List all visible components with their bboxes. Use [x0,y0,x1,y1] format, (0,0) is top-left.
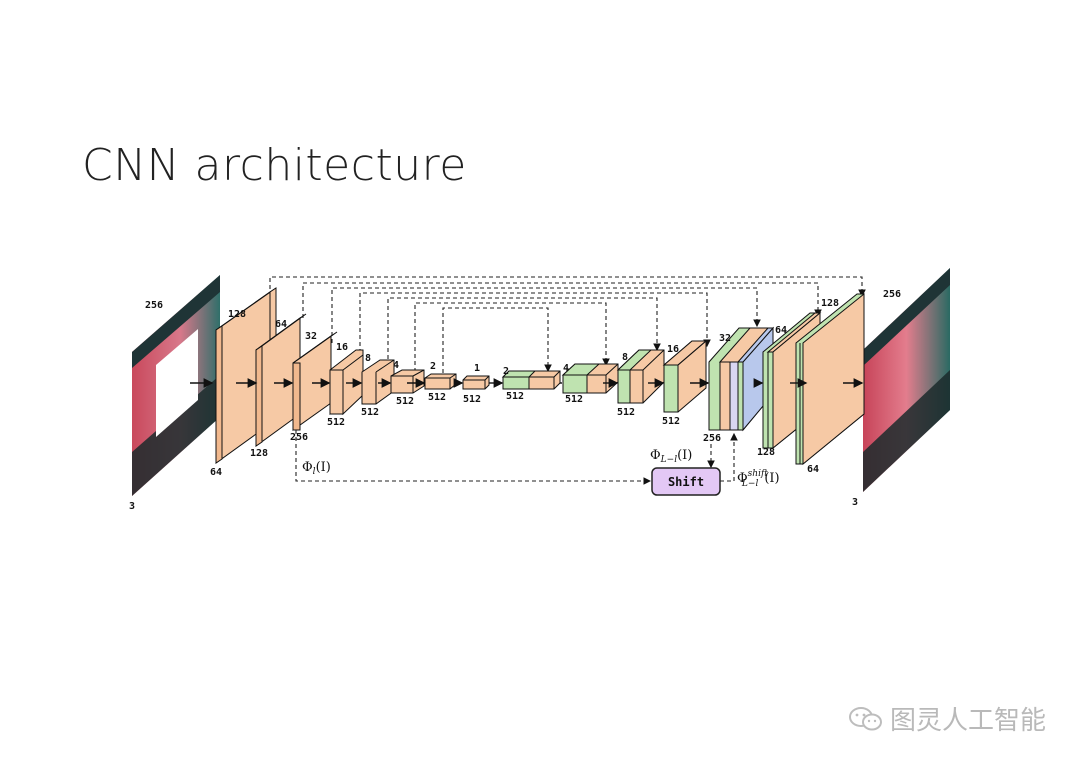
svg-text:512: 512 [361,407,379,418]
svg-text:16: 16 [667,344,679,355]
svg-text:256: 256 [703,433,721,444]
phi-L-minus-l-label: ΦL−l(I) [650,448,692,465]
encoder-block-4 [330,350,363,414]
svg-text:128: 128 [821,298,839,309]
encoder-blocks [216,288,489,463]
encoder-block-8 [463,376,489,389]
svg-text:32: 32 [305,331,317,342]
input-channels-label: 3 [129,501,135,512]
output-channels-label: 3 [852,497,858,508]
svg-text:128: 128 [228,309,246,320]
encoder-block-7 [425,374,456,389]
svg-text:512: 512 [396,396,414,407]
svg-text:64: 64 [807,464,819,475]
output-size-label: 256 [883,289,901,300]
svg-text:128: 128 [757,447,775,458]
watermark: 图灵人工智能 [848,700,1046,737]
svg-text:16: 16 [336,342,348,353]
svg-text:512: 512 [506,391,524,402]
decoder-blocks [503,294,864,464]
encoder-block-5 [362,360,394,404]
svg-text:128: 128 [250,448,268,459]
svg-text:2: 2 [430,361,436,372]
output-image [863,268,950,492]
input-size-label: 256 [145,300,163,311]
svg-text:512: 512 [617,407,635,418]
svg-text:4: 4 [393,360,399,371]
svg-text:64: 64 [775,325,787,336]
svg-text:256: 256 [290,432,308,443]
watermark-text: 图灵人工智能 [890,700,1046,737]
svg-text:8: 8 [365,353,371,364]
shift-box: Shift [652,468,720,495]
decoder-block-2 [563,364,618,393]
svg-text:512: 512 [428,392,446,403]
svg-text:512: 512 [327,417,345,428]
wechat-icon [848,706,884,732]
shift-label: Shift [668,475,704,489]
svg-text:4: 4 [563,363,569,374]
svg-text:512: 512 [463,394,481,405]
svg-text:32: 32 [719,333,731,344]
phi-l-label: Φl(I) [302,460,331,477]
svg-text:2: 2 [503,366,509,377]
svg-text:8: 8 [622,352,628,363]
svg-text:64: 64 [275,319,287,330]
decoder-block-1 [503,371,560,389]
encoder-block-6 [391,370,424,393]
svg-text:1: 1 [474,363,480,374]
svg-text:512: 512 [662,416,680,427]
svg-text:512: 512 [565,394,583,405]
svg-text:64: 64 [210,467,222,478]
